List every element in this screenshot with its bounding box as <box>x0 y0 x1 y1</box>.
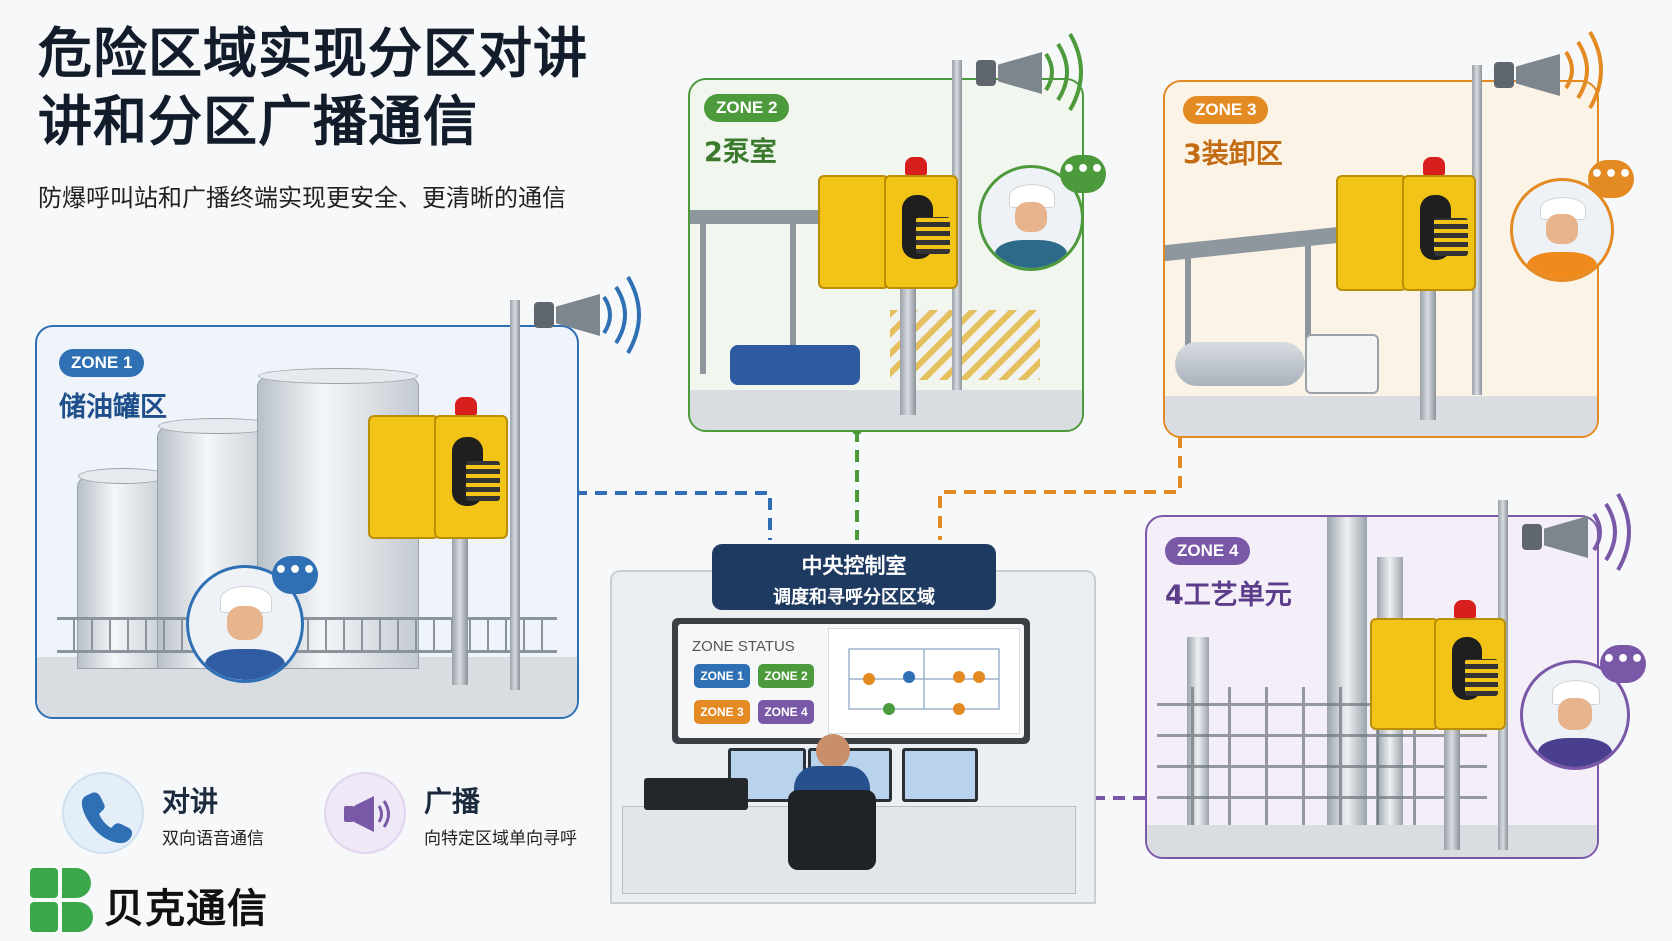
zone2-broadcast-waves <box>1044 32 1083 112</box>
desk-monitor <box>902 748 978 802</box>
schematic-map <box>828 628 1020 734</box>
zone3-worker-avatar <box>1510 178 1614 282</box>
zone1-station-pole <box>452 520 468 685</box>
zone2-name: 2泵室 <box>704 137 777 168</box>
zone4-broadcast-waves <box>1592 492 1631 572</box>
tanker-truck-tank <box>1175 342 1305 386</box>
zone2-station-pole <box>900 270 916 415</box>
legend-broadcast-title: 广播 <box>424 785 481 818</box>
zone3-chat-bubble-icon: ••• <box>1588 160 1634 198</box>
company-logo-text: 贝克通信 <box>104 886 268 932</box>
zone1-name: 储油罐区 <box>59 392 167 423</box>
zone4-worker-avatar <box>1520 660 1630 770</box>
zone1-speaker-pole <box>510 300 520 690</box>
zone4-phone-station <box>1370 600 1506 730</box>
operator-head <box>816 734 850 768</box>
zone2-speaker-icon <box>972 48 1042 98</box>
control-room-label: 中央控制室 调度和寻呼分区区域 <box>712 544 996 610</box>
zone3-station-pole <box>1420 270 1436 420</box>
zone2-worker-avatar <box>978 165 1084 271</box>
zone1-status-button[interactable]: ZONE 1 <box>694 664 750 688</box>
dispatch-console[interactable] <box>644 778 748 810</box>
schematic-diagram <box>848 648 1000 715</box>
zone2-chat-bubble-icon: ••• <box>1060 155 1106 193</box>
zone3-phone-station <box>1336 157 1476 291</box>
company-logo-icon <box>30 868 93 932</box>
zone1-chat-bubble-icon: ••• <box>272 556 318 594</box>
zone3-name: 3装卸区 <box>1183 139 1283 170</box>
zone4-badge: ZONE 4 <box>1165 537 1251 565</box>
zone1-broadcast-waves <box>602 275 641 355</box>
zone3-status-button[interactable]: ZONE 3 <box>694 700 750 724</box>
zone1-phone-station <box>368 397 508 539</box>
tanker-truck-cab <box>1305 334 1379 394</box>
zone4-speaker-icon <box>1518 512 1588 562</box>
zone3-speaker-pole <box>1472 65 1482 395</box>
zone4-chat-bubble-icon: ••• <box>1600 645 1646 683</box>
zone3-speaker-icon <box>1490 50 1560 100</box>
zone1-badge: ZONE 1 <box>59 349 145 377</box>
zone4-name: 4工艺单元 <box>1165 580 1292 611</box>
zone3-link <box>938 436 1182 540</box>
zone2-phone-station <box>818 157 958 289</box>
control-room-subtitle: 调度和寻呼分区区域 <box>773 587 935 608</box>
megaphone-icon <box>324 772 406 854</box>
legend-broadcast-subtitle: 向特定区域单向寻呼 <box>424 829 577 849</box>
zone2-badge: ZONE 2 <box>704 94 790 122</box>
railing <box>57 617 557 653</box>
control-room-title: 中央控制室 <box>801 554 907 578</box>
zone-status-screen: ZONE STATUS ZONE 1 ZONE 2 ZONE 3 ZONE 4 <box>672 618 1030 744</box>
zone4-status-button[interactable]: ZONE 4 <box>758 700 814 724</box>
page-subtitle: 防爆呼叫站和广播终端实现更安全、更清晰的通信 <box>38 184 566 212</box>
zone1-link <box>575 491 772 540</box>
zone1-card: ZONE 1 储油罐区 <box>35 325 579 719</box>
zone2-status-button[interactable]: ZONE 2 <box>758 664 814 688</box>
pump-unit <box>730 345 860 385</box>
zone3-broadcast-waves <box>1564 30 1603 110</box>
page-title: 危险区域实现分区对讲讲和分区广播通信 <box>38 22 588 153</box>
legend-intercom-subtitle: 双向语音通信 <box>162 829 264 849</box>
zone1-speaker-icon <box>530 290 600 340</box>
zone4-station-pole <box>1444 720 1460 850</box>
phone-icon <box>62 772 144 854</box>
operator-chair <box>788 790 876 870</box>
zone3-badge: ZONE 3 <box>1183 96 1269 124</box>
legend-intercom-title: 对讲 <box>162 785 219 818</box>
zone-status-title: ZONE STATUS <box>692 638 795 655</box>
